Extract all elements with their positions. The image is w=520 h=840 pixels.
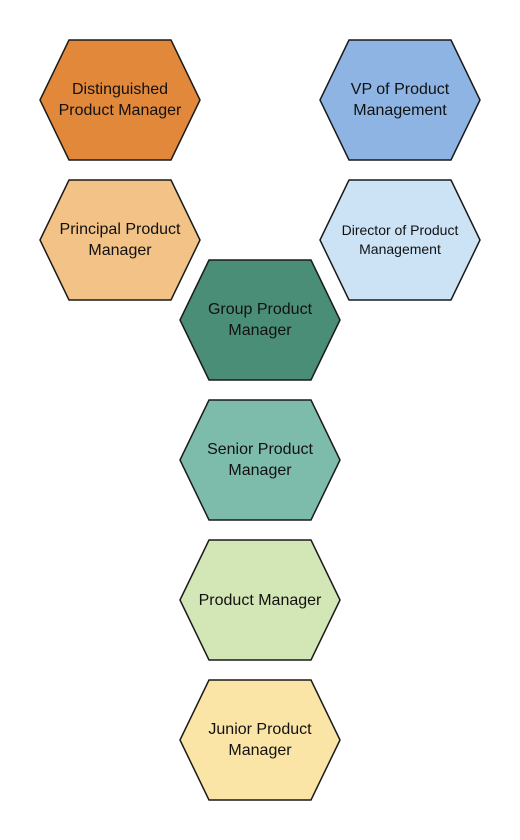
node-label: Senior Product Manager bbox=[207, 441, 313, 479]
hexagon-shape bbox=[179, 679, 341, 801]
node-senior-product-manager: Senior Product Manager bbox=[179, 399, 341, 521]
node-distinguished-product-manager: Distinguished Product Manager bbox=[39, 39, 201, 161]
node-label: VP of Product Management bbox=[350, 81, 450, 119]
node-group-product-manager: Group Product Manager bbox=[179, 259, 341, 381]
hexagon-shape bbox=[319, 179, 481, 301]
node-product-manager: Product Manager bbox=[179, 539, 341, 661]
hexagon-shape bbox=[319, 39, 481, 161]
node-junior-product-manager: Junior Product Manager bbox=[179, 679, 341, 801]
hexagon-shape bbox=[179, 259, 341, 381]
node-label: Product Manager bbox=[198, 591, 322, 609]
node-label: Principal Product Manager bbox=[59, 221, 181, 259]
node-label: Director of Product Management bbox=[341, 222, 459, 257]
hexagon-shape bbox=[179, 399, 341, 521]
hexagon-shape bbox=[39, 39, 201, 161]
hexagon-shape bbox=[39, 179, 201, 301]
node-label: Distinguished Product Manager bbox=[58, 81, 182, 119]
node-director-of-product-management: Director of Product Management bbox=[319, 179, 481, 301]
node-principal-product-manager: Principal Product Manager bbox=[39, 179, 201, 301]
node-label: Junior Product Manager bbox=[208, 721, 312, 759]
node-label: Group Product Manager bbox=[207, 301, 313, 339]
hexagon-shape bbox=[179, 539, 341, 661]
node-vp-of-product-management: VP of Product Management bbox=[319, 39, 481, 161]
